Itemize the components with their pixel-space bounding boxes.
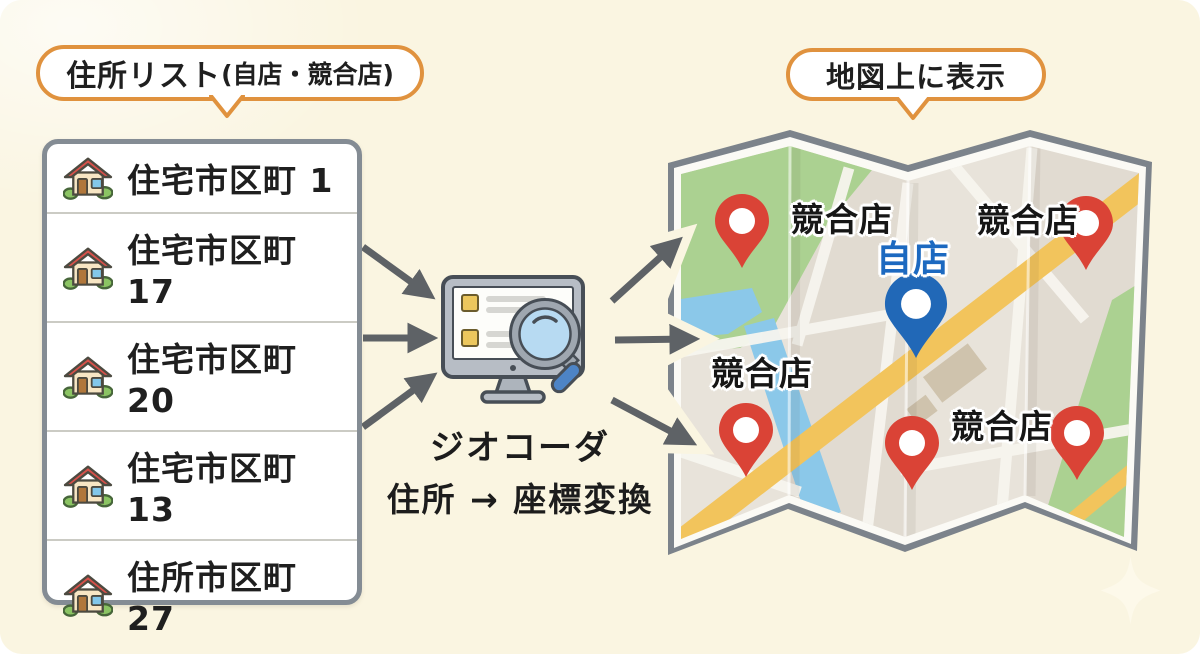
map-streets bbox=[681, 147, 1139, 539]
geocoder-subtitle: 住所 → 座標変換 bbox=[386, 480, 654, 519]
address-row: 住宅市区町 1 bbox=[47, 144, 357, 214]
address-list-bubble-title: 住所リスト bbox=[66, 59, 222, 94]
house-icon bbox=[63, 157, 113, 200]
magnifier-handle bbox=[550, 362, 582, 394]
competitor-label: 競合店 bbox=[711, 354, 813, 393]
address-text: 住宅市区町 20 bbox=[127, 340, 297, 420]
competitor-pin-red bbox=[719, 403, 773, 477]
map-display-bubble-tail bbox=[895, 97, 931, 120]
house-icon bbox=[63, 574, 113, 617]
house-icon bbox=[63, 247, 113, 290]
address-text: 住宅市区町 13 bbox=[127, 449, 297, 529]
address-list-bubble-tail bbox=[209, 95, 245, 118]
own-store-pin-blue bbox=[884, 272, 948, 358]
arrow-list-to-geocoder-3 bbox=[360, 372, 438, 430]
competitor-pin-red bbox=[1050, 406, 1104, 480]
competitor-pin-red bbox=[885, 416, 939, 490]
own-store-label: 自店 bbox=[875, 239, 951, 280]
arrow-geocoder-to-map-1 bbox=[609, 236, 683, 304]
monitor-camera-dot bbox=[510, 365, 516, 371]
screen-list-bullet bbox=[461, 329, 479, 347]
address-list-box: 住宅市区町 1 住宅市区町 17 住宅市区町 20 住宅市区町 13 住所市区町… bbox=[42, 139, 362, 638]
address-text: 住宅市区町 1 bbox=[127, 161, 334, 200]
sparkle-icon bbox=[1100, 556, 1161, 625]
map-river bbox=[744, 318, 841, 526]
monitor-with-magnifier-icon bbox=[441, 275, 585, 404]
competitor-label: 競合店 bbox=[951, 407, 1053, 446]
address-row: 住所市区町 27 bbox=[47, 541, 357, 648]
address-text: 住所市区町 27 bbox=[127, 558, 297, 638]
magnifier-icon bbox=[509, 298, 582, 394]
competitor-label: 競合店 bbox=[791, 200, 893, 239]
competitor-pin-red bbox=[1059, 196, 1113, 270]
address-row: 住宅市区町 17 bbox=[47, 214, 357, 323]
house-icon bbox=[63, 465, 113, 508]
competitor-label: 競合店 bbox=[977, 201, 1079, 240]
screen-list-bullet bbox=[461, 294, 479, 312]
map-park-area bbox=[1046, 282, 1139, 537]
map-display-bubble: 地図上に表示 bbox=[786, 48, 1046, 101]
address-row: 住宅市区町 13 bbox=[47, 432, 357, 541]
address-row: 住宅市区町 20 bbox=[47, 323, 357, 432]
map-display-bubble-title: 地図上に表示 bbox=[825, 59, 1006, 94]
house-icon bbox=[63, 356, 113, 399]
address-text: 住宅市区町 17 bbox=[127, 231, 297, 311]
competitor-pin-red bbox=[715, 194, 769, 268]
arrow-list-to-geocoder-1 bbox=[360, 244, 436, 300]
arrow-geocoder-to-map-3 bbox=[610, 396, 698, 446]
geocoder-title: ジオコーダ bbox=[430, 428, 610, 468]
address-list-bubble-subtitle: (自店・競合店) bbox=[221, 60, 394, 89]
address-list-bubble: 住所リスト (自店・競合店) bbox=[36, 45, 424, 101]
arrow-geocoder-to-map-2 bbox=[614, 323, 701, 355]
